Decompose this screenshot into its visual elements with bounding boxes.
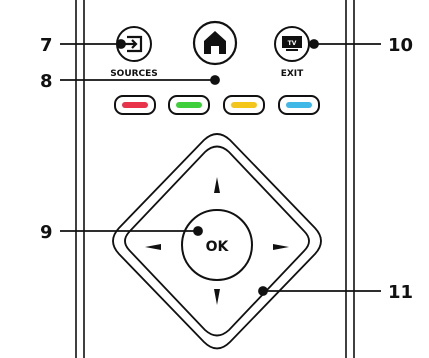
- arrow-right-icon[interactable]: [273, 244, 289, 250]
- callout-7: 7: [40, 35, 53, 56]
- tv-icon: TV: [282, 36, 302, 51]
- color-keys: [114, 95, 320, 115]
- sources-arrow-icon: [124, 35, 143, 53]
- ok-label: OK: [206, 239, 230, 255]
- blue-key[interactable]: [278, 95, 320, 115]
- yellow-key[interactable]: [223, 95, 265, 115]
- sources-label: SOURCES: [110, 69, 158, 79]
- home-button[interactable]: [192, 20, 238, 66]
- callout-8: 8: [40, 71, 53, 92]
- tv-button[interactable]: TV: [274, 26, 310, 62]
- callout-11: 11: [388, 282, 413, 303]
- green-key[interactable]: [168, 95, 210, 115]
- arrow-up-icon[interactable]: [214, 177, 220, 193]
- home-icon: [204, 31, 226, 54]
- callout-leaders: [60, 39, 381, 296]
- arrow-down-icon[interactable]: [214, 289, 220, 305]
- callout-10: 10: [388, 35, 413, 56]
- callout-9: 9: [40, 222, 53, 243]
- red-key[interactable]: [114, 95, 156, 115]
- exit-label: EXIT: [281, 69, 304, 79]
- arrow-left-icon[interactable]: [145, 244, 161, 250]
- ok-button[interactable]: OK: [181, 209, 253, 281]
- tv-icon-label: TV: [288, 40, 297, 47]
- remote-body: [75, 0, 355, 358]
